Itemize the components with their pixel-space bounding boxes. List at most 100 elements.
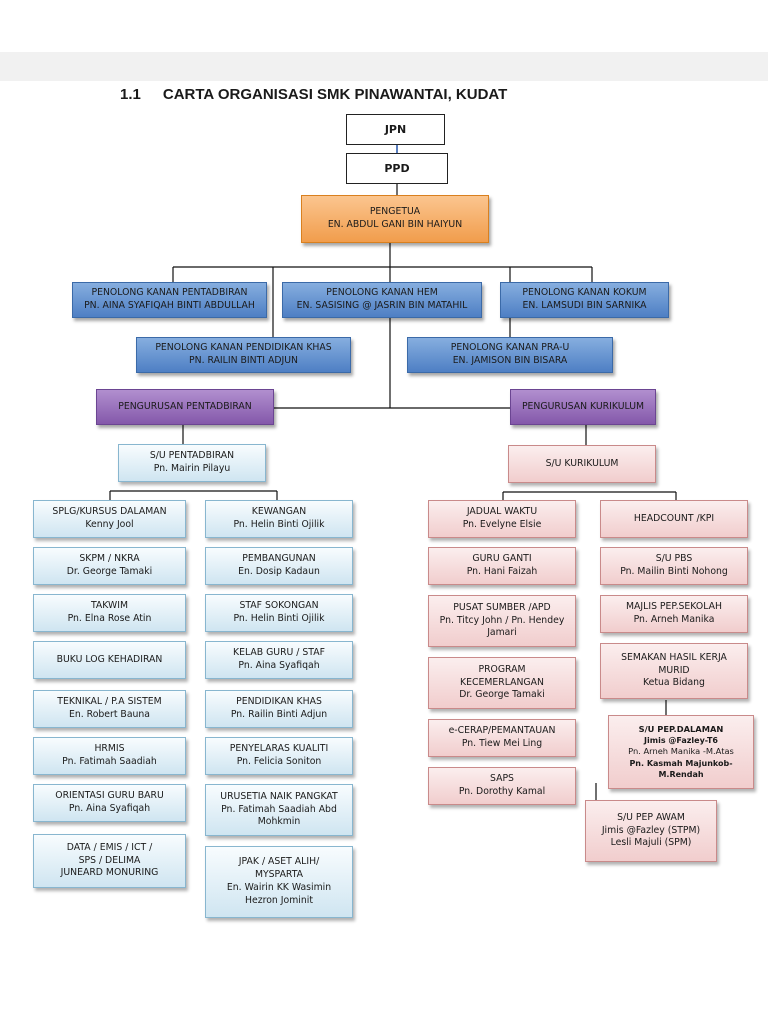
pk-pentadbiran-box: PENOLONG KANAN PENTADBIRAN PN. AINA SYAF… [72, 282, 267, 318]
admin-item-role: SPLG/KURSUS DALAMAN [52, 506, 167, 518]
su-pentadbiran-box: S/U PENTADBIRAN Pn. Mairin Pilayu [118, 444, 266, 482]
admin-item-name: En. Robert Bauna [68, 709, 150, 720]
pengetua-role: PENGETUA [369, 206, 421, 218]
kurikulum-item-box: PROGRAM KECEMERLANGAN Dr. George Tamaki [428, 657, 576, 709]
admin-item-box: TEKNIKAL / P.A SISTEM En. Robert Bauna [33, 690, 186, 728]
admin-item-name: Pn. Fatimah Saadiah [62, 756, 157, 767]
admin-item-box: SPLG/KURSUS DALAMAN Kenny Jool [33, 500, 186, 538]
page-title: 1.1 CARTA ORGANISASI SMK PINAWANTAI, KUD… [120, 84, 507, 104]
kurikulum-item-name: Pn. Arneh Manika [633, 614, 715, 625]
kurikulum-item-box: HEADCOUNT /KPI [600, 500, 748, 538]
pk-kokum-name: EN. LAMSUDI BIN SARNIKA [522, 300, 647, 311]
su-pep-dalaman-box: S/U PEP.DALAMAN Jimis @Fazley-T6 Pn. Arn… [608, 715, 754, 789]
su-pep-awam-line-1: Jimis @Fazley (STPM) [601, 824, 701, 836]
kurikulum-item-name: Pn. Titcy John / Pn. Hendey [439, 614, 565, 626]
jpn-box: JPN [346, 114, 445, 145]
pk-prau-role: PENOLONG KANAN PRA-U [450, 342, 570, 354]
pengurusan-pentadbiran-label: PENGURUSAN PENTADBIRAN [118, 400, 252, 412]
kurikulum-item-name: Ketua Bidang [643, 677, 705, 689]
admin-item-role: TAKWIM [90, 600, 129, 612]
kurikulum-item-name-2: Jamari [487, 627, 517, 639]
pk-kokum-box: PENOLONG KANAN KOKUM EN. LAMSUDI BIN SAR… [500, 282, 669, 318]
kurikulum-item-role: JADUAL WAKTU [466, 506, 538, 518]
kurikulum-item-name: Pn. Hani Faizah [466, 566, 538, 577]
admin-item-role-2: SPS / DELIMA [78, 854, 141, 866]
admin-item-name: Pn. Aina Syafiqah [238, 660, 320, 671]
admin-item-box: JPAK / ASET ALIH/ MYSPARTA En. Wairin KK… [205, 846, 353, 918]
admin-item-name: Pn. Elna Rose Atin [67, 613, 152, 624]
admin-item-box: URUSETIA NAIK PANGKAT Pn. Fatimah Saadia… [205, 784, 353, 836]
admin-item-box: STAF SOKONGAN Pn. Helin Binti Ojilik [205, 594, 353, 632]
admin-item-role: ORIENTASI GURU BARU [55, 790, 164, 802]
ppd-box: PPD [346, 153, 448, 184]
su-kurikulum-role: S/U KURIKULUM [545, 457, 619, 469]
admin-item-role: JPAK / ASET ALIH/ [238, 856, 320, 868]
su-pep-dalaman-line-2: Pn. Arneh Manika -M.Atas [628, 746, 734, 757]
admin-item-box: PENYELARAS KUALITI Pn. Felicia Soniton [205, 737, 353, 775]
su-pep-awam-line-2: Lesli Majuli (SPM) [610, 837, 692, 849]
kurikulum-item-box: MAJLIS PEP.SEKOLAH Pn. Arneh Manika [600, 595, 748, 633]
kurikulum-item-box: GURU GANTI Pn. Hani Faizah [428, 547, 576, 585]
kurikulum-item-box: JADUAL WAKTU Pn. Evelyne Elsie [428, 500, 576, 538]
pk-hem-name: EN. SASISING @ JASRIN BIN MATAHIL [296, 300, 468, 311]
kurikulum-item-name: Pn. Dorothy Kamal [458, 786, 546, 797]
admin-item-name-2: Mohkmin [257, 816, 301, 828]
kurikulum-item-role: SAPS [490, 773, 514, 785]
pengetua-box: PENGETUA EN. ABDUL GANI BIN HAIYUN [301, 195, 489, 243]
admin-item-role: TEKNIKAL / P.A SISTEM [57, 696, 162, 708]
kurikulum-item-role-2: MURID [658, 664, 690, 676]
kurikulum-item-box: SEMAKAN HASIL KERJA MURID Ketua Bidang [600, 643, 748, 699]
pk-pentadbiran-name: PN. AINA SYAFIQAH BINTI ABDULLAH [84, 300, 255, 311]
kurikulum-item-role: PROGRAM [478, 663, 526, 675]
admin-item-role: BUKU LOG KEHADIRAN [56, 653, 163, 665]
kurikulum-item-role: PUSAT SUMBER /APD [453, 601, 551, 613]
pengetua-name: EN. ABDUL GANI BIN HAIYUN [327, 219, 463, 230]
pk-pentadbiran-role: PENOLONG KANAN PENTADBIRAN [91, 287, 248, 299]
pengurusan-kurikulum-box: PENGURUSAN KURIKULUM [510, 389, 656, 425]
top-band [0, 52, 768, 81]
admin-item-box: SKPM / NKRA Dr. George Tamaki [33, 547, 186, 585]
pk-hem-box: PENOLONG KANAN HEM EN. SASISING @ JASRIN… [282, 282, 482, 318]
pk-prau-box: PENOLONG KANAN PRA-U EN. JAMISON BIN BIS… [407, 337, 613, 373]
admin-item-role: PENDIDIKAN KHAS [236, 696, 322, 708]
admin-item-box: PEMBANGUNAN En. Dosip Kadaun [205, 547, 353, 585]
admin-item-name-2: Hezron Jominit [245, 894, 313, 906]
admin-item-role: HRMIS [94, 743, 125, 755]
admin-item-role: PENYELARAS KUALITI [229, 743, 329, 755]
admin-item-role: KEWANGAN [251, 506, 307, 518]
admin-item-name: Pn. Railin Binti Adjun [230, 709, 328, 720]
kurikulum-item-name: Pn. Evelyne Elsie [462, 519, 542, 530]
kurikulum-item-role: SEMAKAN HASIL KERJA [621, 651, 727, 663]
admin-item-name: En. Dosip Kadaun [238, 566, 320, 577]
admin-item-role-2: MYSPARTA [254, 869, 304, 881]
pengurusan-kurikulum-label: PENGURUSAN KURIKULUM [521, 400, 645, 412]
pk-pkhas-name: PN. RAILIN BINTI ADJUN [189, 355, 298, 366]
jpn-label: JPN [384, 122, 407, 136]
kurikulum-item-name: Pn. Mailin Binti Nohong [620, 566, 728, 577]
kurikulum-item-box: S/U PBS Pn. Mailin Binti Nohong [600, 547, 748, 585]
su-pep-dalaman-line-3: Pn. Kasmah Majunkob- [629, 758, 733, 768]
pengurusan-pentadbiran-box: PENGURUSAN PENTADBIRAN [96, 389, 274, 425]
section-number: 1.1 [120, 85, 141, 103]
su-pentadbiran-name: Pn. Mairin Pilayu [153, 463, 231, 474]
su-pep-dalaman-role: S/U PEP.DALAMAN [638, 724, 724, 735]
admin-item-role: URUSETIA NAIK PANGKAT [220, 790, 338, 802]
admin-item-box: ORIENTASI GURU BARU Pn. Aina Syafiqah [33, 784, 186, 822]
su-pep-awam-role: S/U PEP AWAM [617, 811, 685, 823]
su-kurikulum-box: S/U KURIKULUM [508, 445, 656, 483]
kurikulum-item-box: e-CERAP/PEMANTAUAN Pn. Tiew Mei Ling [428, 719, 576, 757]
pk-prau-name: EN. JAMISON BIN BISARA [452, 355, 568, 366]
pk-kokum-role: PENOLONG KANAN KOKUM [522, 287, 647, 299]
kurikulum-item-name: Dr. George Tamaki [459, 689, 545, 701]
admin-item-role: SKPM / NKRA [79, 553, 140, 565]
admin-item-name: Pn. Helin Binti Ojilik [233, 613, 325, 624]
admin-item-role: PEMBANGUNAN [242, 553, 316, 565]
kurikulum-item-role: MAJLIS PEP.SEKOLAH [626, 601, 722, 613]
su-pep-dalaman-line-1: Jimis @Fazley-T6 [644, 736, 718, 746]
pk-pkhas-box: PENOLONG KANAN PENDIDIKAN KHAS PN. RAILI… [136, 337, 351, 373]
su-pep-awam-box: S/U PEP AWAM Jimis @Fazley (STPM) Lesli … [585, 800, 717, 862]
kurikulum-item-role: GURU GANTI [472, 553, 532, 565]
chart-title: CARTA ORGANISASI SMK PINAWANTAI, KUDAT [162, 85, 508, 103]
kurikulum-item-role: S/U PBS [655, 553, 693, 565]
kurikulum-item-box: PUSAT SUMBER /APD Pn. Titcy John / Pn. H… [428, 595, 576, 647]
